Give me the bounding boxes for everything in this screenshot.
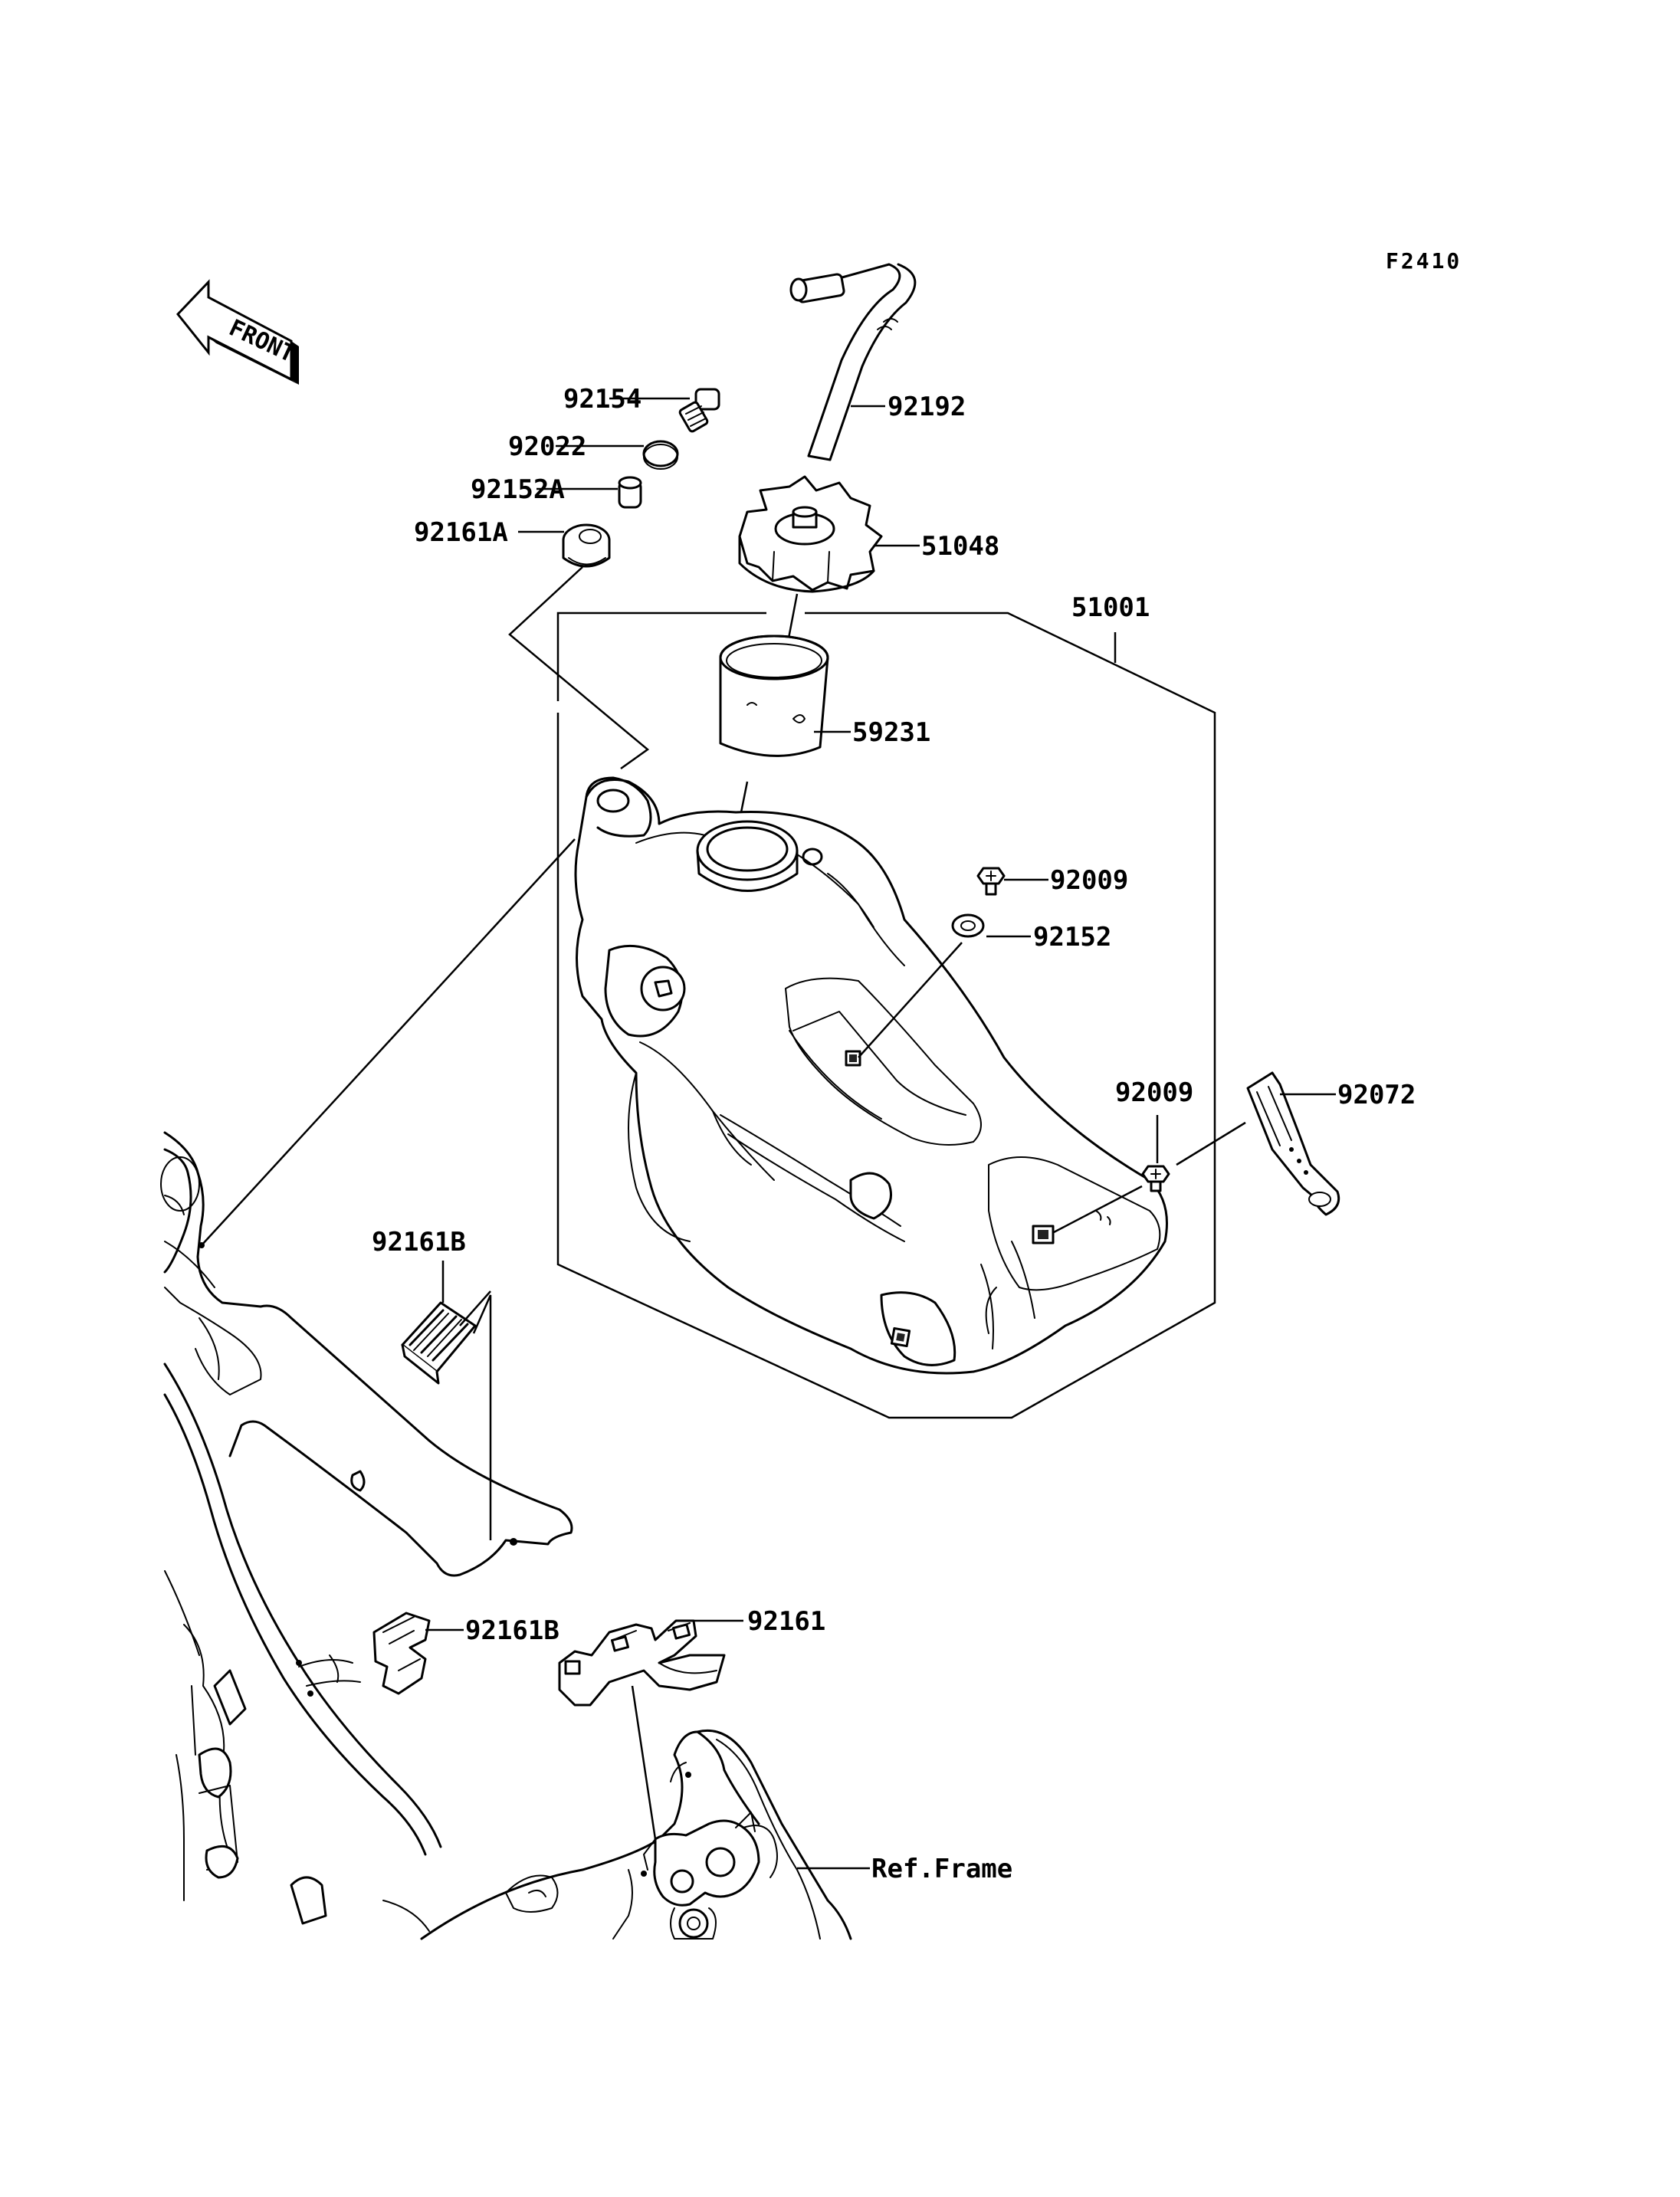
label-51001: 51001 bbox=[1071, 592, 1150, 623]
fuel-cap-51048-icon bbox=[738, 475, 883, 593]
fuel-tank-icon bbox=[574, 776, 1168, 1375]
leader-92152-to-tank bbox=[858, 942, 963, 1058]
washer-92022-icon bbox=[642, 440, 679, 470]
leader-cap-to-filter bbox=[786, 593, 799, 643]
label-92152: 92152 bbox=[1033, 922, 1111, 953]
leader-92161a-mount bbox=[508, 566, 650, 770]
label-92154: 92154 bbox=[563, 384, 641, 415]
label-92152a: 92152A bbox=[471, 474, 565, 505]
bolt-92154-icon bbox=[678, 388, 720, 433]
leader-92161b-upper-b bbox=[472, 1294, 492, 1540]
breather-hose-92192-icon bbox=[789, 263, 917, 461]
label-92161: 92161 bbox=[747, 1606, 825, 1637]
label-92161a: 92161A bbox=[414, 517, 508, 548]
pad-92161b-upper-icon bbox=[401, 1301, 477, 1385]
label-92161b-upper: 92161B bbox=[372, 1227, 466, 1258]
pad-92161b-lower-icon bbox=[372, 1612, 431, 1695]
label-92009-lower: 92009 bbox=[1115, 1077, 1193, 1108]
leader-92072-to-bolt bbox=[1176, 1121, 1246, 1166]
washer-92152-icon bbox=[951, 913, 985, 938]
leader-92161-to-frame bbox=[631, 1685, 657, 1840]
grommet-92161a-icon bbox=[562, 523, 611, 568]
mount-92161-icon bbox=[558, 1619, 726, 1707]
ref-frame-label: Ref.Frame bbox=[871, 1854, 1012, 1884]
label-59231: 59231 bbox=[852, 717, 930, 748]
frame-left-icon bbox=[160, 1131, 573, 1925]
figure-code: F2410 bbox=[1386, 248, 1462, 274]
label-92192: 92192 bbox=[888, 392, 966, 422]
bracket-51001-top-left bbox=[556, 612, 766, 701]
frame-bottom-icon bbox=[382, 1729, 852, 1940]
label-51048: 51048 bbox=[921, 531, 999, 562]
label-92072: 92072 bbox=[1337, 1080, 1416, 1110]
front-arrow-icon: FRONT bbox=[176, 279, 299, 385]
strap-92072-icon bbox=[1246, 1071, 1340, 1216]
collar-92152a-icon bbox=[618, 476, 642, 509]
fuel-filter-59231-icon bbox=[719, 635, 829, 757]
label-92022: 92022 bbox=[508, 431, 586, 462]
leader-92161b-upper-a bbox=[459, 1290, 491, 1326]
bracket-51001 bbox=[556, 612, 1216, 1419]
leader-92161a-frame bbox=[201, 838, 576, 1246]
leader-92009-to-tank bbox=[1053, 1185, 1143, 1234]
bolt-92009-upper-icon bbox=[976, 867, 1006, 896]
label-92161b-lower: 92161B bbox=[465, 1615, 559, 1646]
bolt-92009-lower-icon bbox=[1141, 1165, 1170, 1192]
label-92009-upper: 92009 bbox=[1050, 865, 1128, 896]
